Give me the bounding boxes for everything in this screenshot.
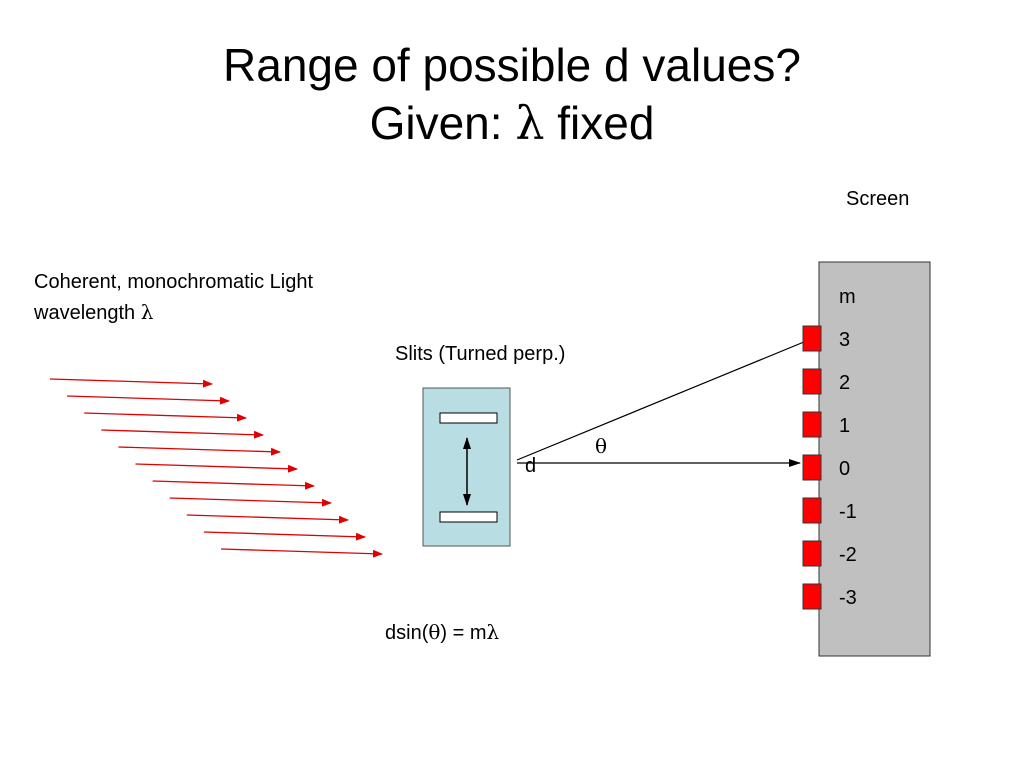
light-ray-arrow [49, 378, 213, 388]
order-value: -3 [839, 587, 857, 609]
light-ray-arrow [169, 497, 332, 507]
fringe-markers [802, 325, 822, 610]
slits-label: Slits (Turned perp.) [395, 343, 566, 365]
order-header: m [839, 286, 856, 308]
fringe-marker [802, 325, 822, 352]
light-ray-arrow [220, 548, 383, 558]
light-ray-arrow [67, 395, 230, 405]
light-description-line1: Coherent, monochromatic Light [34, 271, 314, 293]
title-lambda-symbol: λ [515, 96, 545, 150]
order-value: -2 [839, 544, 857, 566]
slit-bottom [439, 511, 498, 523]
wavelength-text: wavelength [34, 302, 141, 324]
fringe-marker [802, 540, 822, 567]
screen-label: Screen [846, 188, 910, 210]
light-ray-arrow [84, 412, 247, 422]
formula-theta: θ [428, 620, 441, 644]
order-value: 1 [839, 415, 851, 437]
title-fixed-text: fixed [544, 97, 655, 149]
theta-label: θ [595, 434, 608, 458]
title-line-1: Range of possible d values? [223, 39, 801, 91]
light-ray-arrow [135, 463, 298, 473]
fringe-marker [802, 411, 822, 438]
light-ray-arrow [152, 480, 315, 490]
fringe-marker [802, 368, 822, 395]
angled-ray [516, 336, 817, 461]
fringe-marker [802, 454, 822, 481]
slide-title: Range of possible d values? Given: λ fix… [0, 36, 1024, 152]
light-ray-arrow [186, 514, 349, 524]
formula-lambda: λ [486, 620, 500, 644]
light-description-line2: wavelength λ [34, 300, 153, 325]
formula-part-2: ) = m [440, 622, 487, 644]
light-ray-arrow [101, 429, 264, 439]
order-value: 3 [839, 329, 851, 351]
slit-top [439, 412, 498, 424]
light-rays [49, 378, 383, 558]
formula-part-1: dsin( [385, 622, 429, 644]
fringe-marker [802, 497, 822, 524]
wavelength-lambda-symbol: λ [140, 300, 154, 324]
screen-panel [818, 261, 931, 657]
fringe-marker [802, 583, 822, 610]
formula: dsin(θ) = mλ [385, 620, 499, 645]
order-value: 0 [839, 458, 851, 480]
title-line-2: Given: λ fixed [0, 94, 1024, 152]
d-label: d [525, 455, 537, 477]
order-value: -1 [839, 501, 857, 523]
light-ray-arrow [203, 531, 366, 541]
order-value: 2 [839, 372, 851, 394]
light-ray-arrow [118, 446, 281, 456]
title-given-text: Given: [369, 97, 516, 149]
